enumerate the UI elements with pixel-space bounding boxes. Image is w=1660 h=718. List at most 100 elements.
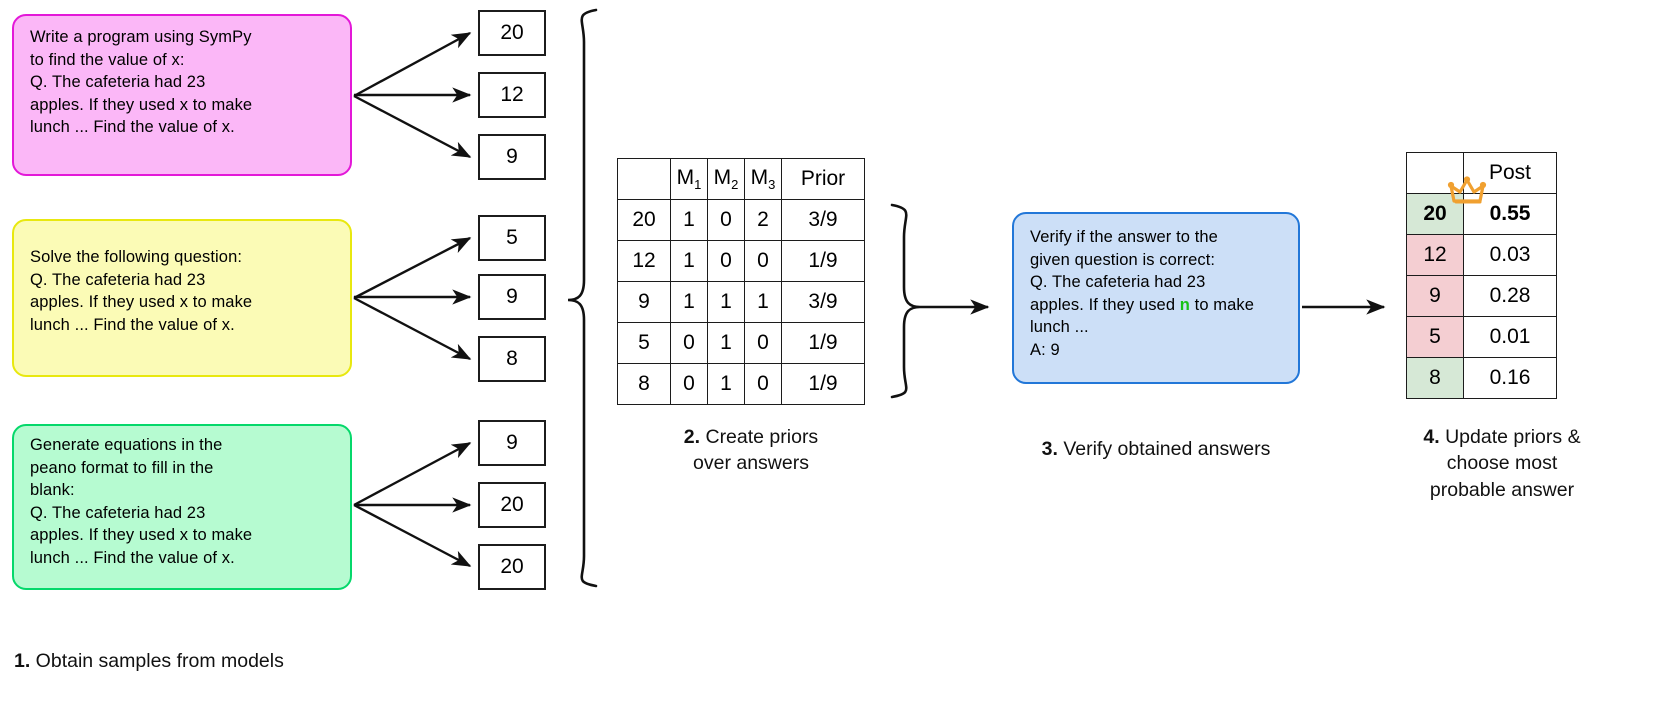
priors-table: M1 M2 M3 Prior 20 1 0 2 3/9 12 1 0 0 1/9… [617, 158, 865, 405]
priors-answer: 12 [617, 240, 671, 282]
sample-chip: 9 [478, 420, 546, 466]
verifier-prompt-box: Verify if the answer to the given questi… [1012, 212, 1300, 384]
priors-m2: 1 [707, 322, 745, 364]
priors-m3: 1 [744, 281, 782, 323]
prompt-line-pre: apples. If they used [1030, 295, 1180, 314]
priors-m2: 0 [707, 240, 745, 282]
priors-value: 1/9 [781, 322, 865, 364]
prompt-line-post: to make [1189, 295, 1255, 314]
stage3-caption-number: 3. [1041, 438, 1058, 460]
priors-value: 3/9 [781, 199, 865, 241]
prompt-line: given question is correct: [1030, 250, 1216, 269]
stage4-caption-line1: Update priors & [1439, 426, 1581, 448]
priors-m1: 0 [670, 363, 708, 405]
prompt-line: lunch ... Find the value of x. [30, 548, 235, 567]
posterior-value: 0.03 [1463, 234, 1557, 276]
priors-answer: 8 [617, 363, 671, 405]
priors-m1: 1 [670, 199, 708, 241]
posterior-value: 0.01 [1463, 316, 1557, 358]
stage2-caption-number: 2. [683, 426, 701, 448]
sample-chip: 20 [478, 10, 546, 56]
priors-value: 1/9 [781, 240, 865, 282]
stage2-caption-line1: Create priors [700, 426, 819, 448]
prompt-line: Q. The cafeteria had 23 [30, 73, 206, 92]
stage4-caption-line3: probable answer [1429, 478, 1575, 501]
table-row: 8 0.16 [1406, 357, 1557, 399]
priors-value: 3/9 [781, 281, 865, 323]
priors-m2: 1 [707, 281, 745, 323]
prompt-line: Solve the following question: [30, 248, 243, 266]
priors-answer: 20 [617, 199, 671, 241]
table-row: 5 0 1 0 1/9 [617, 322, 865, 364]
stage1-caption-text: Obtain samples from models [30, 650, 284, 672]
priors-value: 1/9 [781, 363, 865, 405]
prompt-line: Generate equations in the [30, 436, 223, 454]
peano-prompt-box: Generate equations in the peano format t… [12, 424, 352, 590]
posterior-answer: 8 [1406, 357, 1464, 399]
prompt-line: apples. If they used x to make [30, 95, 253, 114]
priors-m3: 0 [744, 363, 782, 405]
brace-to-verifier-arrow [920, 299, 990, 315]
priors-m1: 0 [670, 322, 708, 364]
prompt-line: peano format to fill in the [30, 458, 214, 477]
table-row: 8 0 1 0 1/9 [617, 363, 865, 405]
priors-header-m2: M2 [707, 158, 745, 200]
sample-chip: 20 [478, 544, 546, 590]
stage3-caption: 3. Verify obtained answers [1000, 436, 1312, 462]
priors-m2: 0 [707, 199, 745, 241]
priors-m1: 1 [670, 240, 708, 282]
stage4-caption-line2: choose most [1446, 452, 1558, 475]
prompt-line: lunch ... Find the value of x. [30, 315, 235, 334]
sample-chip: 9 [478, 274, 546, 320]
priors-m3: 0 [744, 322, 782, 364]
priors-answer: 5 [617, 322, 671, 364]
posterior-value: 0.16 [1463, 357, 1557, 399]
sample-chip: 8 [478, 336, 546, 382]
prompt-line: apples. If they used x to make [30, 526, 253, 545]
prompt-line-highlighted: apples. If they used n to make [1030, 294, 1284, 317]
prompt-line: blank: [30, 481, 75, 500]
posterior-answer: 12 [1406, 234, 1464, 276]
priors-m1: 1 [670, 281, 708, 323]
crown-icon [1447, 176, 1487, 204]
priors-corner-cell [617, 158, 671, 200]
prompt-line: to find the value of x: [30, 50, 185, 69]
sample-chip: 5 [478, 215, 546, 261]
prompt-line: Write a program using SymPy [30, 28, 252, 46]
stage1-caption-number: 1. [14, 650, 31, 672]
posterior-value: 0.28 [1463, 275, 1557, 317]
sample-chip: 9 [478, 134, 546, 180]
table-row: 20 1 0 2 3/9 [617, 199, 865, 241]
sample-chip: 20 [478, 482, 546, 528]
sympy-prompt-box: Write a program using SymPy to find the … [12, 14, 352, 176]
table-header-row: M1 M2 M3 Prior [617, 158, 865, 200]
table-row: 9 1 1 1 3/9 [617, 281, 865, 323]
prompt-line: A: 9 [1030, 340, 1060, 359]
variable-highlight: n [1179, 295, 1190, 314]
posterior-answer: 5 [1406, 316, 1464, 358]
stage1-caption: 1. Obtain samples from models [14, 648, 284, 674]
priors-m3: 2 [744, 199, 782, 241]
table-header-row: Post [1406, 152, 1557, 194]
priors-answer: 9 [617, 281, 671, 323]
prompt-line: Q. The cafeteria had 23 [30, 503, 206, 522]
table-row: 5 0.01 [1406, 316, 1557, 358]
prompt-line: lunch ... [1030, 318, 1089, 337]
table-row: 12 1 0 0 1/9 [617, 240, 865, 282]
left-brace [567, 8, 598, 588]
table-row: 12 0.03 [1406, 234, 1557, 276]
verifier-to-posterior-arrow [1302, 299, 1386, 315]
stage2-caption: 2. Create priors over answers [617, 424, 885, 477]
stage2-caption-line2: over answers [693, 452, 809, 475]
stage4-caption: 4. Update priors & choose most probable … [1372, 424, 1632, 503]
sample-chip: 12 [478, 72, 546, 118]
stage4-caption-number: 4. [1423, 426, 1440, 448]
priors-header-m3: M3 [744, 158, 782, 200]
posterior-corner-cell [1406, 152, 1464, 194]
prompt-line: apples. If they used x to make [30, 293, 253, 312]
prompt-line: lunch ... Find the value of x. [30, 118, 235, 137]
priors-m3: 0 [744, 240, 782, 282]
priors-m2: 1 [707, 363, 745, 405]
direct-prompt-box: Solve the following question: Q. The caf… [12, 219, 352, 377]
